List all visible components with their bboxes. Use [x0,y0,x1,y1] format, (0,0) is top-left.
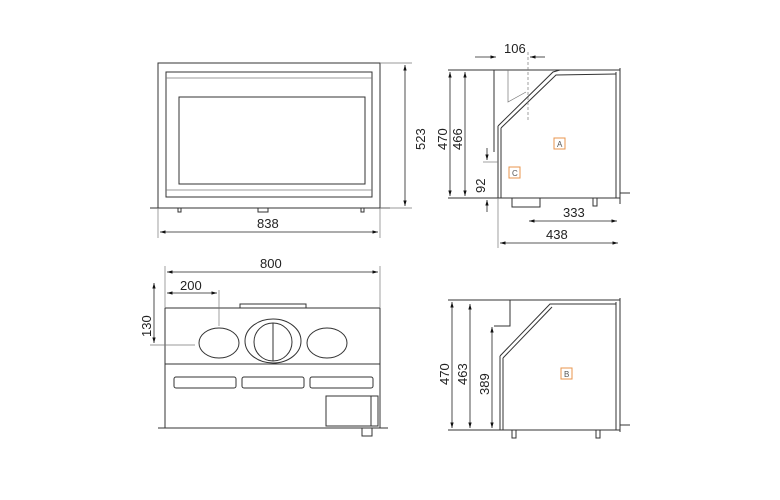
dim-side-height-total: 470 [435,128,450,150]
front-inner-frame [165,71,373,198]
dim-top-depth: 130 [139,315,154,337]
side-base-part [511,197,541,208]
dim-side2-height-front: 389 [477,373,492,395]
vent-slot [309,376,374,389]
front-outer-frame [157,62,381,209]
side-view-top: 106 470 466 92 333 438 A C [435,41,630,248]
vent-slot [241,376,305,389]
front-foot [360,207,365,213]
flue-opening-right [306,327,348,359]
side-view-bottom: 470 463 389 B [437,298,630,439]
dim-low-height: 92 [473,179,488,193]
dim-side2-height-total: 470 [437,363,452,385]
side-foot [592,197,598,207]
front-view: 523 838 [150,62,428,238]
dim-front-width: 838 [257,216,279,231]
dim-depth-inner: 333 [563,205,585,220]
flue-collar-outer [244,318,302,364]
dim-depth-total: 438 [546,227,568,242]
top-view: 800 200 130 [139,256,388,437]
flue-opening-left [198,327,240,359]
vent-slot [173,376,237,389]
tag-c: C [512,169,518,178]
tag-a: A [557,140,563,149]
dim-top-width: 800 [260,256,282,271]
front-glass [178,96,366,185]
dim-front-height: 523 [413,128,428,150]
dim-top-offset: 200 [180,278,202,293]
dim-side-height-body: 466 [450,128,465,150]
tag-b: B [564,370,569,379]
front-foot [177,207,182,213]
control-box [325,395,379,427]
front-foot [257,207,269,213]
dim-top-offset: 106 [504,41,526,56]
dim-side2-height-body: 463 [455,363,470,385]
